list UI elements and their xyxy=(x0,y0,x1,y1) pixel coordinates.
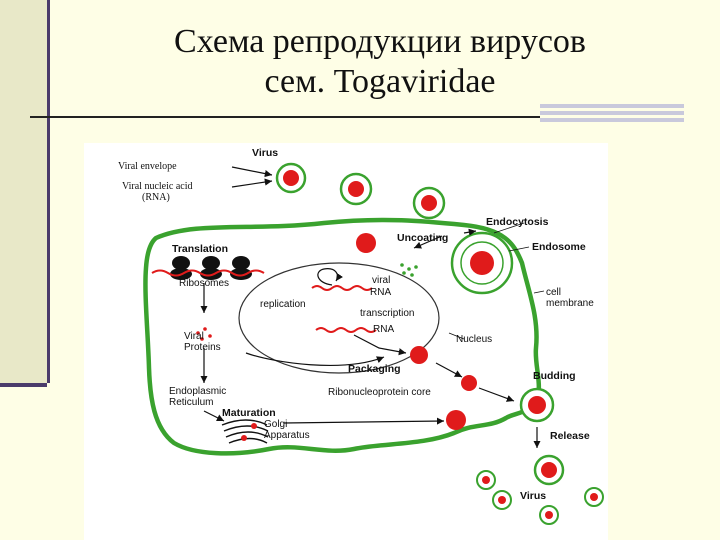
label-packaging: Packaging xyxy=(348,363,401,375)
left-accent-rule xyxy=(0,383,47,387)
label-endocytosis: Endocytosis xyxy=(486,216,549,228)
diagram-background xyxy=(84,143,608,540)
released-virion-5 xyxy=(539,505,559,525)
packaged-core xyxy=(410,346,428,364)
title-line-2: сем. Togaviridae xyxy=(264,63,496,100)
nucleus xyxy=(238,262,440,374)
cell-membrane xyxy=(143,217,542,456)
label-budding: Budding xyxy=(533,370,576,382)
label-viral-proteins-2: Proteins xyxy=(184,342,221,353)
viral-proteins-dots xyxy=(196,327,212,341)
label-endosome: Endosome xyxy=(532,241,586,253)
leader-lines xyxy=(448,222,545,340)
endosome xyxy=(450,231,514,295)
title-line-1: Схема репродукции вирусов xyxy=(174,23,586,60)
rnp-core-1 xyxy=(461,375,477,391)
released-virion-2 xyxy=(476,470,496,490)
label-viral-envelope: Viral envelope xyxy=(118,161,177,172)
label-cell-membrane-2: membrane xyxy=(546,298,594,309)
label-replication: replication xyxy=(260,299,306,310)
label-rna: RNA xyxy=(373,324,394,335)
decorative-bars xyxy=(540,104,684,125)
slide-title: Схема репродукции вирусов сем. Togavirid… xyxy=(110,22,650,102)
label-cell-membrane-1: cell xyxy=(546,287,561,298)
virion-2 xyxy=(339,172,373,206)
replication-loop xyxy=(317,268,343,286)
label-nucleus: Nucleus xyxy=(456,334,492,345)
label-release: Release xyxy=(550,430,590,442)
label-endoplasmic-2: Reticulum xyxy=(169,397,213,408)
label-viral-rna-2: RNA xyxy=(370,287,391,298)
virion-1 xyxy=(275,162,307,194)
label-virus-bottom: Virus xyxy=(520,490,546,502)
label-viral-rna-1: viral xyxy=(372,275,390,286)
label-viral-proteins-1: Viral xyxy=(184,331,204,342)
left-accent-bar xyxy=(0,0,50,383)
capsid-fragments xyxy=(400,263,418,277)
label-rna-paren: (RNA) xyxy=(142,192,170,203)
label-virus-top: Virus xyxy=(252,147,278,159)
virion-3 xyxy=(412,186,446,220)
label-golgi-1: Golgi xyxy=(264,419,287,430)
label-golgi-2: Apparatus xyxy=(264,430,310,441)
rnp-core-2 xyxy=(446,410,466,430)
label-uncoating: Uncoating xyxy=(397,232,448,244)
budding-virion xyxy=(519,387,555,423)
label-viral-nucleic-acid: Viral nucleic acid xyxy=(122,181,192,192)
label-maturation: Maturation xyxy=(222,407,276,419)
viral-rna-strand xyxy=(311,285,373,291)
released-virion-1 xyxy=(533,454,565,486)
released-virion-4 xyxy=(584,487,604,507)
flow-arrows xyxy=(200,166,541,448)
label-translation: Translation xyxy=(172,243,228,255)
uncoated-core xyxy=(356,233,376,253)
mrna-strand xyxy=(151,269,265,277)
released-virion-3 xyxy=(492,490,512,510)
virus-replication-diagram: Virus Viral envelope Viral nucleic acid … xyxy=(118,147,604,525)
transcribed-rna-strand xyxy=(315,327,377,333)
label-ribosomes: Ribosomes xyxy=(179,278,229,289)
golgi-apparatus xyxy=(221,419,269,444)
label-transcription: transcription xyxy=(360,308,414,319)
label-endoplasmic-1: Endoplasmic xyxy=(169,386,226,397)
title-rule xyxy=(30,116,540,118)
label-rnp-core: Ribonucleoprotein core xyxy=(328,387,431,398)
